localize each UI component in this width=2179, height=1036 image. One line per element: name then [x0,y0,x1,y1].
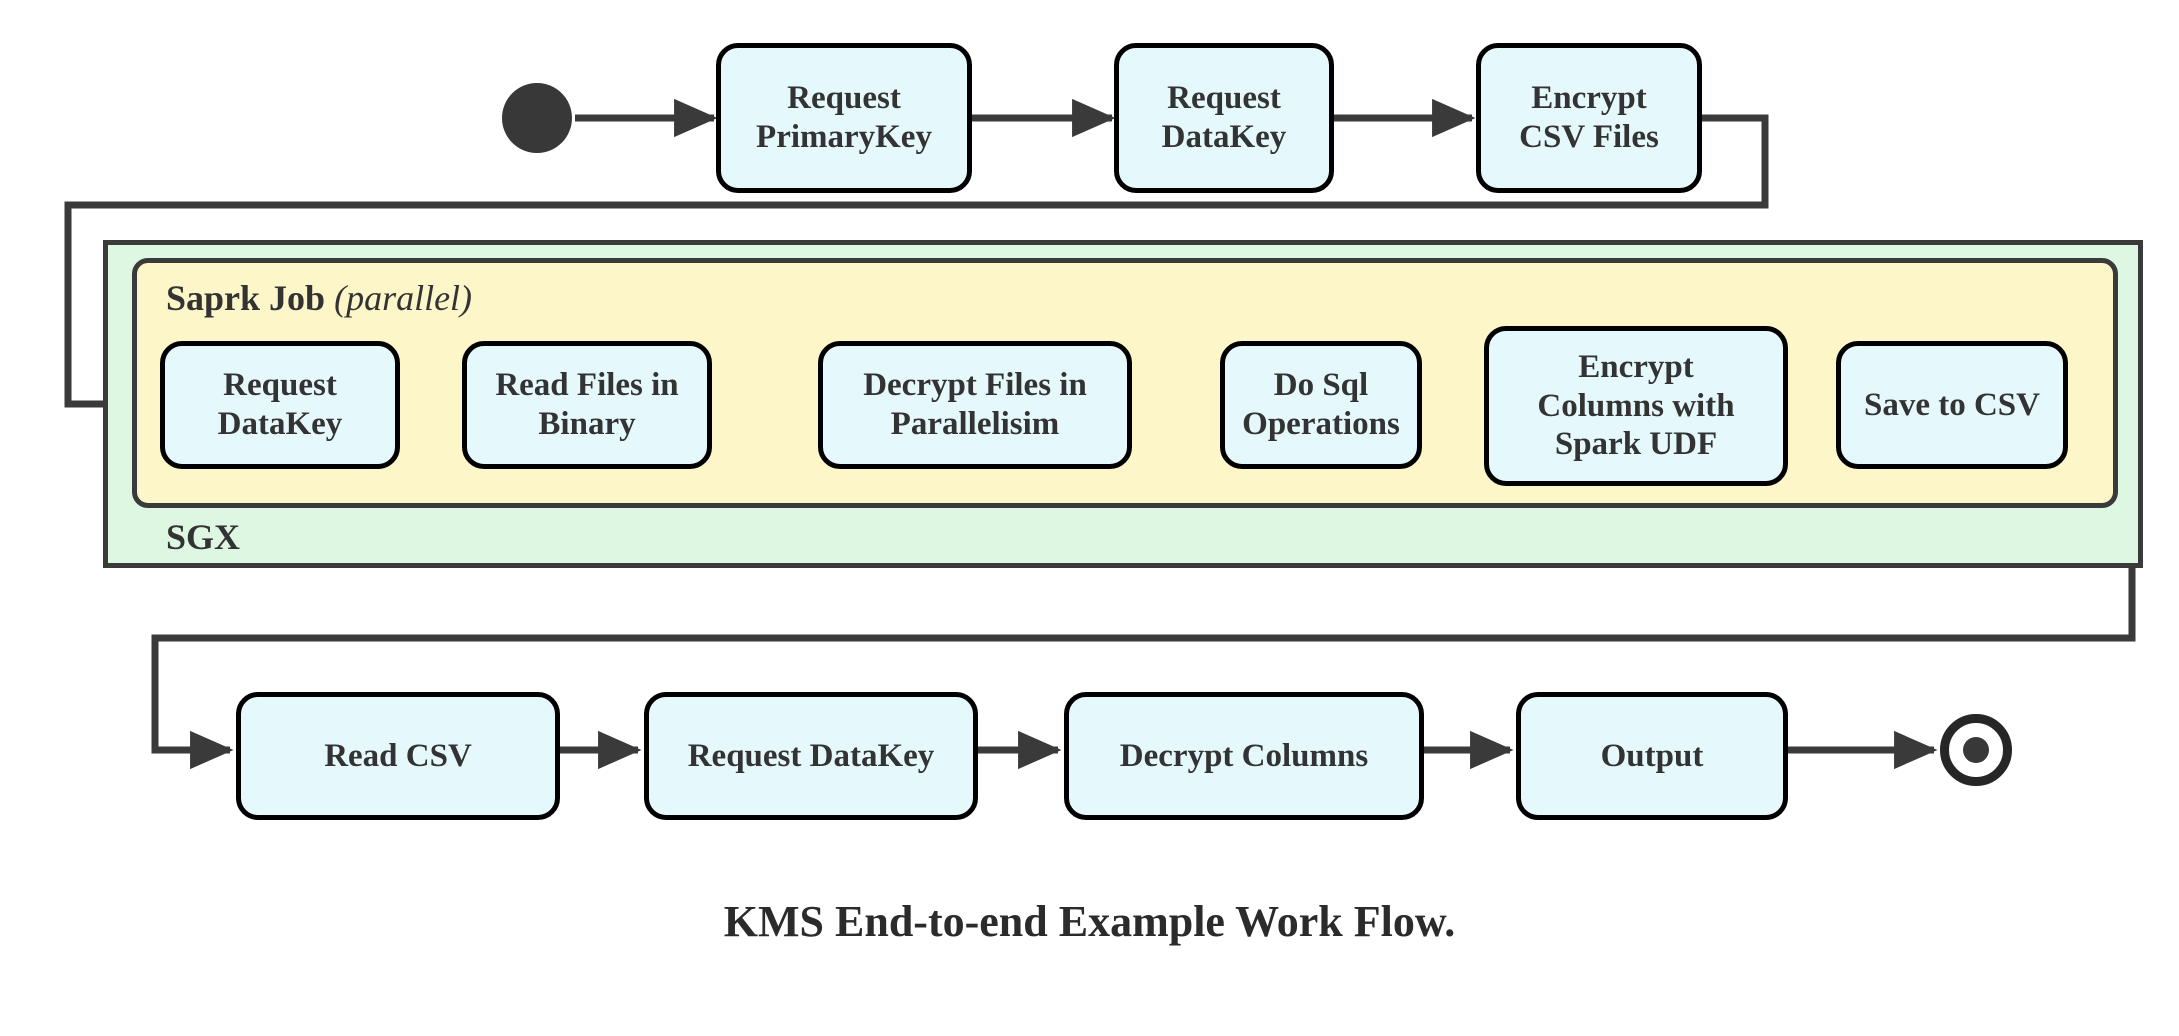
node-label: Decrypt Columns [1119,737,1369,774]
node-encrypt-csv-files[interactable]: Encrypt CSV Files [1476,43,1702,193]
node-request-datakey-spark[interactable]: Request DataKey [160,341,400,469]
node-label: Request DataKey [687,737,935,774]
node-label: Request DataKey [1161,80,1287,155]
node-request-datakey-top[interactable]: Request DataKey [1114,43,1334,193]
node-label: Save to CSV [1863,386,2040,423]
node-decrypt-files-in-parallelisim[interactable]: Decrypt Files in Parallelisim [818,341,1132,469]
node-label: Encrypt CSV Files [1519,80,1659,155]
spark-job-parallel-note: (parallel) [334,278,473,318]
end-node-center [1963,737,1989,763]
node-label: Encrypt Columns with Spark UDF [1537,348,1735,463]
end-node [1940,714,2012,786]
node-label: Decrypt Files in Parallelisim [863,367,1087,442]
node-output[interactable]: Output [1516,692,1788,820]
node-do-sql-operations[interactable]: Do Sql Operations [1220,341,1422,469]
node-read-files-in-binary[interactable]: Read Files in Binary [462,341,712,469]
node-encrypt-columns-with-spark-udf[interactable]: Encrypt Columns with Spark UDF [1484,326,1788,486]
node-label: Read Files in Binary [495,367,679,442]
sgx-label: SGX [166,517,241,557]
spark-job-label: Saprk Job (parallel) [166,278,473,318]
node-decrypt-columns[interactable]: Decrypt Columns [1064,692,1424,820]
node-read-csv[interactable]: Read CSV [236,692,560,820]
node-label: Read CSV [324,737,472,774]
node-label: Do Sql Operations [1242,367,1400,442]
node-label: Output [1600,737,1704,774]
node-save-to-csv[interactable]: Save to CSV [1836,341,2068,469]
start-node [502,83,572,153]
node-request-datakey-bottom[interactable]: Request DataKey [644,692,978,820]
node-label: Request DataKey [217,367,343,442]
diagram-caption: KMS End-to-end Example Work Flow. [723,897,1456,946]
node-label: Request PrimaryKey [756,80,932,155]
node-request-primarykey[interactable]: Request PrimaryKey [716,43,972,193]
